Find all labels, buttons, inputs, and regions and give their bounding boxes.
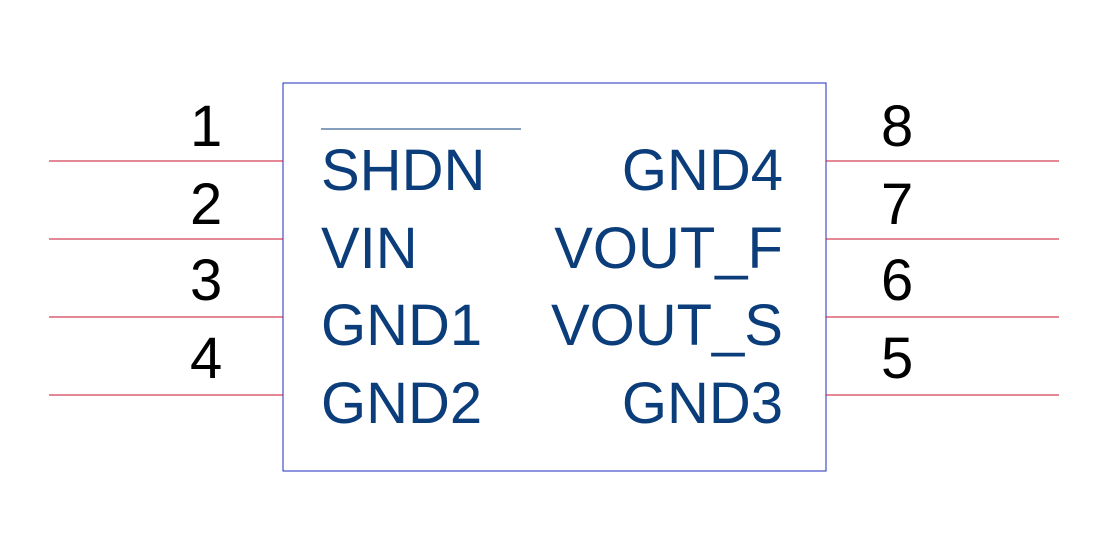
right-pin-7[interactable]: 7 VOUT_F: [554, 172, 1059, 281]
right-pin-5[interactable]: 5 GND3: [622, 326, 1059, 436]
pin-name: GND1: [321, 293, 482, 358]
pin-number: 7: [881, 172, 913, 237]
pin-name: VOUT_S: [551, 293, 783, 358]
pin-name: VOUT_F: [554, 216, 783, 281]
pin-name: SHDN: [321, 138, 485, 203]
pin-number: 5: [881, 326, 913, 391]
component-body[interactable]: [282, 82, 827, 472]
right-pin-6[interactable]: 6 VOUT_S: [551, 248, 1059, 358]
pin-name: VIN: [321, 216, 418, 281]
left-pin-2[interactable]: 2 VIN: [49, 172, 418, 281]
pin-number: 2: [190, 172, 222, 237]
pin-number: 3: [190, 248, 222, 313]
left-pin-3[interactable]: 3 GND1: [49, 248, 482, 358]
right-pin-8[interactable]: 8 GND4: [622, 94, 1059, 203]
left-pin-1[interactable]: 1 SHDN: [49, 94, 521, 203]
left-pin-4[interactable]: 4 GND2: [49, 326, 482, 436]
pin-number: 8: [881, 94, 913, 159]
pin-name: GND4: [622, 138, 783, 203]
pin-number: 4: [190, 326, 222, 391]
pin-number: 1: [190, 94, 222, 159]
pin-name: GND3: [622, 371, 783, 436]
pin-number: 6: [881, 248, 913, 313]
pin-name: GND2: [321, 371, 482, 436]
